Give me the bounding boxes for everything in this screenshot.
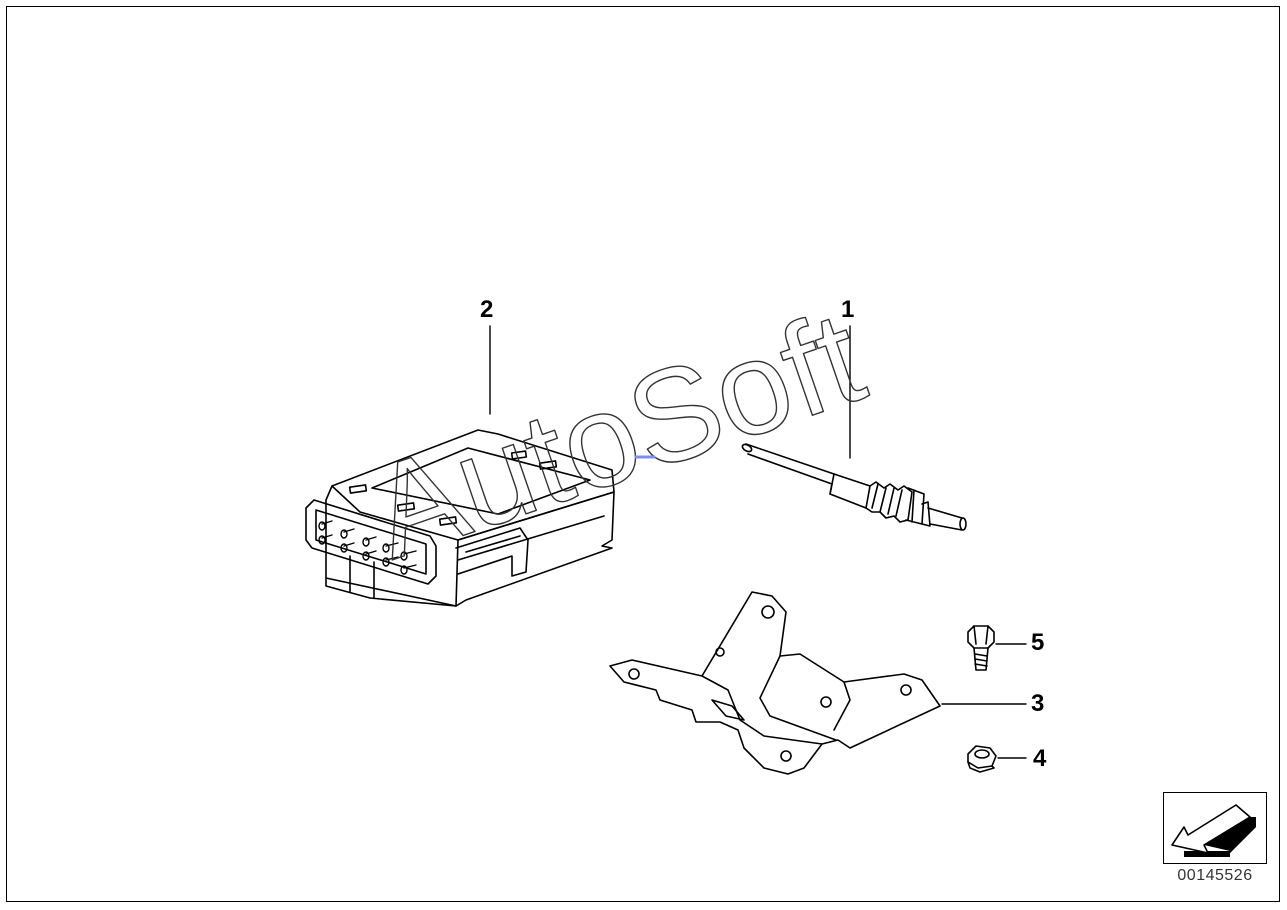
glow-plug-drawing bbox=[741, 443, 967, 531]
callout-3: 3 bbox=[1031, 690, 1045, 717]
watermark-text: AutoSoft bbox=[353, 283, 880, 587]
callout-4: 4 bbox=[1033, 745, 1047, 772]
diagram-frame bbox=[6, 6, 1280, 902]
callout-2: 2 bbox=[480, 296, 494, 323]
callout-1: 1 bbox=[841, 296, 855, 323]
document-id: 00145526 bbox=[1177, 867, 1253, 884]
bolt-drawing bbox=[967, 625, 995, 671]
callout-5: 5 bbox=[1031, 629, 1045, 656]
back-navigation-button[interactable] bbox=[1163, 792, 1267, 864]
bracket-drawing bbox=[609, 591, 941, 775]
nut-drawing bbox=[967, 745, 997, 773]
arrow-back-icon bbox=[1171, 804, 1256, 857]
leader-lines bbox=[489, 325, 1027, 759]
control-unit-drawing bbox=[305, 429, 615, 607]
